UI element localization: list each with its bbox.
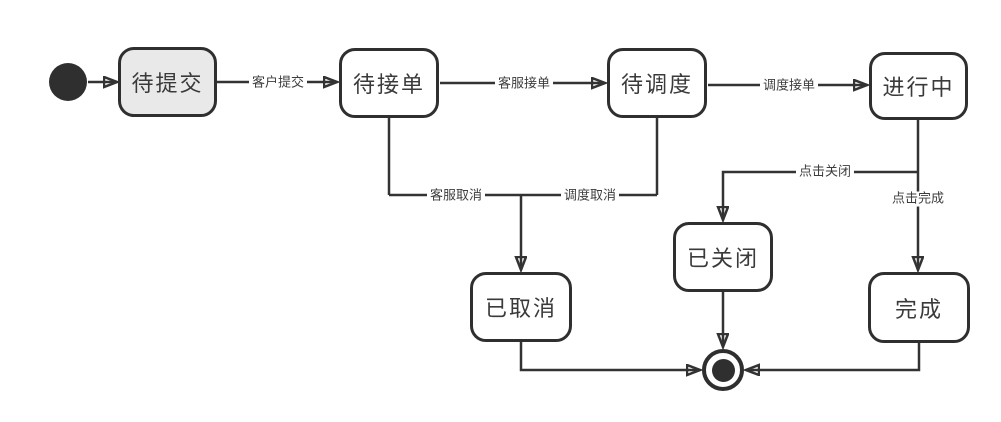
edge-completed-to-final bbox=[747, 343, 921, 370]
state-node-cancelled: 已取消 bbox=[470, 272, 572, 342]
edge-label-click-complete: 点击完成 bbox=[888, 191, 948, 207]
state-label: 已关闭 bbox=[686, 246, 759, 271]
edge-label-dispatch-accept: 调度接单 bbox=[759, 78, 819, 94]
edge-label-dispatch-cancel: 调度取消 bbox=[560, 188, 620, 204]
state-label: 待调度 bbox=[620, 72, 693, 97]
state-node-pending-dispatch: 待调度 bbox=[607, 48, 707, 118]
state-node-pending-submit: 待提交 bbox=[118, 47, 217, 117]
edge-cancelled-to-final bbox=[519, 342, 699, 370]
state-label: 已取消 bbox=[484, 296, 557, 321]
state-label: 进行中 bbox=[882, 75, 955, 100]
state-node-completed: 完成 bbox=[868, 272, 970, 343]
state-node-in-progress: 进行中 bbox=[869, 52, 968, 120]
edge-label-service-cancel: 客服取消 bbox=[426, 188, 486, 204]
final-state-inner-dot bbox=[711, 358, 735, 382]
edge-label-customer-submit: 客户提交 bbox=[248, 75, 308, 91]
state-label: 完成 bbox=[894, 296, 943, 322]
initial-state-node bbox=[49, 63, 87, 101]
edge-label-service-accept: 客服接单 bbox=[494, 76, 554, 92]
state-label: 待提交 bbox=[131, 71, 204, 96]
state-node-closed: 已关闭 bbox=[673, 222, 773, 292]
state-node-pending-accept: 待接单 bbox=[339, 48, 439, 118]
edge-label-click-close: 点击关闭 bbox=[795, 164, 855, 180]
state-label: 待接单 bbox=[352, 72, 425, 97]
final-state-node bbox=[702, 349, 744, 391]
